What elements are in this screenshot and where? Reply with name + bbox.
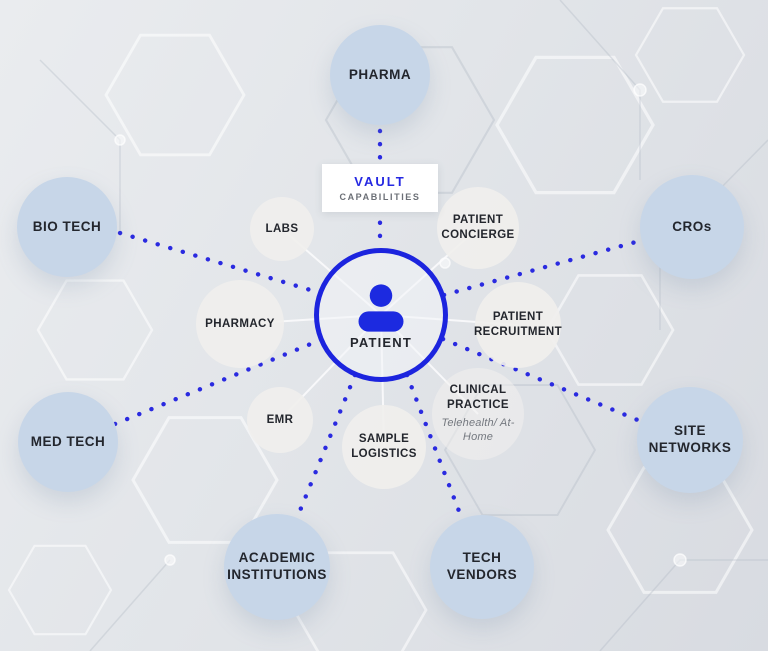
node-pharma: PHARMA: [330, 25, 430, 125]
node-academic-institutions-label: ACADEMIC INSTITUTIONS: [227, 550, 327, 582]
node-site-networks: SITE NETWORKS: [637, 387, 743, 493]
connector-center-bio-tech: [117, 230, 320, 295]
node-pharmacy-label: PHARMACY: [205, 317, 275, 330]
node-med-tech-label: MED TECH: [30, 433, 106, 449]
connector-center-cros: [441, 237, 646, 298]
node-tech-vendors-label: TECH VENDORS: [446, 550, 518, 582]
vault-capabilities-card: VAULT CAPABILITIES: [322, 164, 438, 212]
node-patient-recruitment: PATIENT RECRUITMENT: [473, 282, 563, 368]
vault-logo: VAULT: [354, 174, 406, 189]
node-clinical-practice-sublabel: Telehealth/ At-Home: [441, 417, 515, 444]
node-site-networks-label: SITE NETWORKS: [648, 423, 732, 455]
node-academic-institutions: ACADEMIC INSTITUTIONS: [224, 514, 330, 620]
connector-center-academic-institutions: [294, 372, 358, 521]
node-tech-vendors: TECH VENDORS: [430, 515, 534, 619]
node-cros-label: CROs: [672, 218, 712, 234]
node-emr-label: EMR: [266, 413, 294, 426]
node-patient-center: PATIENT: [314, 248, 448, 382]
node-patient-concierge-label: PATIENT CONCIERGE: [441, 214, 515, 241]
node-cros: CROs: [640, 175, 744, 279]
node-patient-concierge: PATIENT CONCIERGE: [437, 187, 519, 269]
node-sample-logistics-label: SAMPLE LOGISTICS: [351, 433, 417, 460]
node-sample-logistics: SAMPLE LOGISTICS: [342, 405, 426, 489]
node-labs: LABS: [250, 197, 314, 261]
connector-center-med-tech: [112, 338, 321, 427]
connector-center-site-networks: [440, 336, 643, 424]
node-labs-label: LABS: [265, 222, 299, 235]
node-bio-tech: BIO TECH: [17, 177, 117, 277]
capabilities-label: CAPABILITIES: [339, 192, 421, 202]
node-patient-recruitment-label: PATIENT RECRUITMENT: [473, 311, 563, 338]
patient-label: PATIENT: [349, 334, 413, 350]
node-pharmacy: PHARMACY: [196, 280, 284, 368]
node-clinical-practice: CLINICAL PRACTICE Telehealth/ At-Home: [432, 368, 524, 460]
node-clinical-practice-label: CLINICAL PRACTICE: [447, 384, 509, 412]
node-emr: EMR: [247, 387, 313, 453]
person-icon: [358, 283, 404, 332]
node-pharma-label: PHARMA: [348, 66, 412, 82]
node-med-tech: MED TECH: [18, 392, 118, 492]
node-bio-tech-label: BIO TECH: [32, 218, 102, 234]
connector-center-tech-vendors: [404, 372, 465, 522]
